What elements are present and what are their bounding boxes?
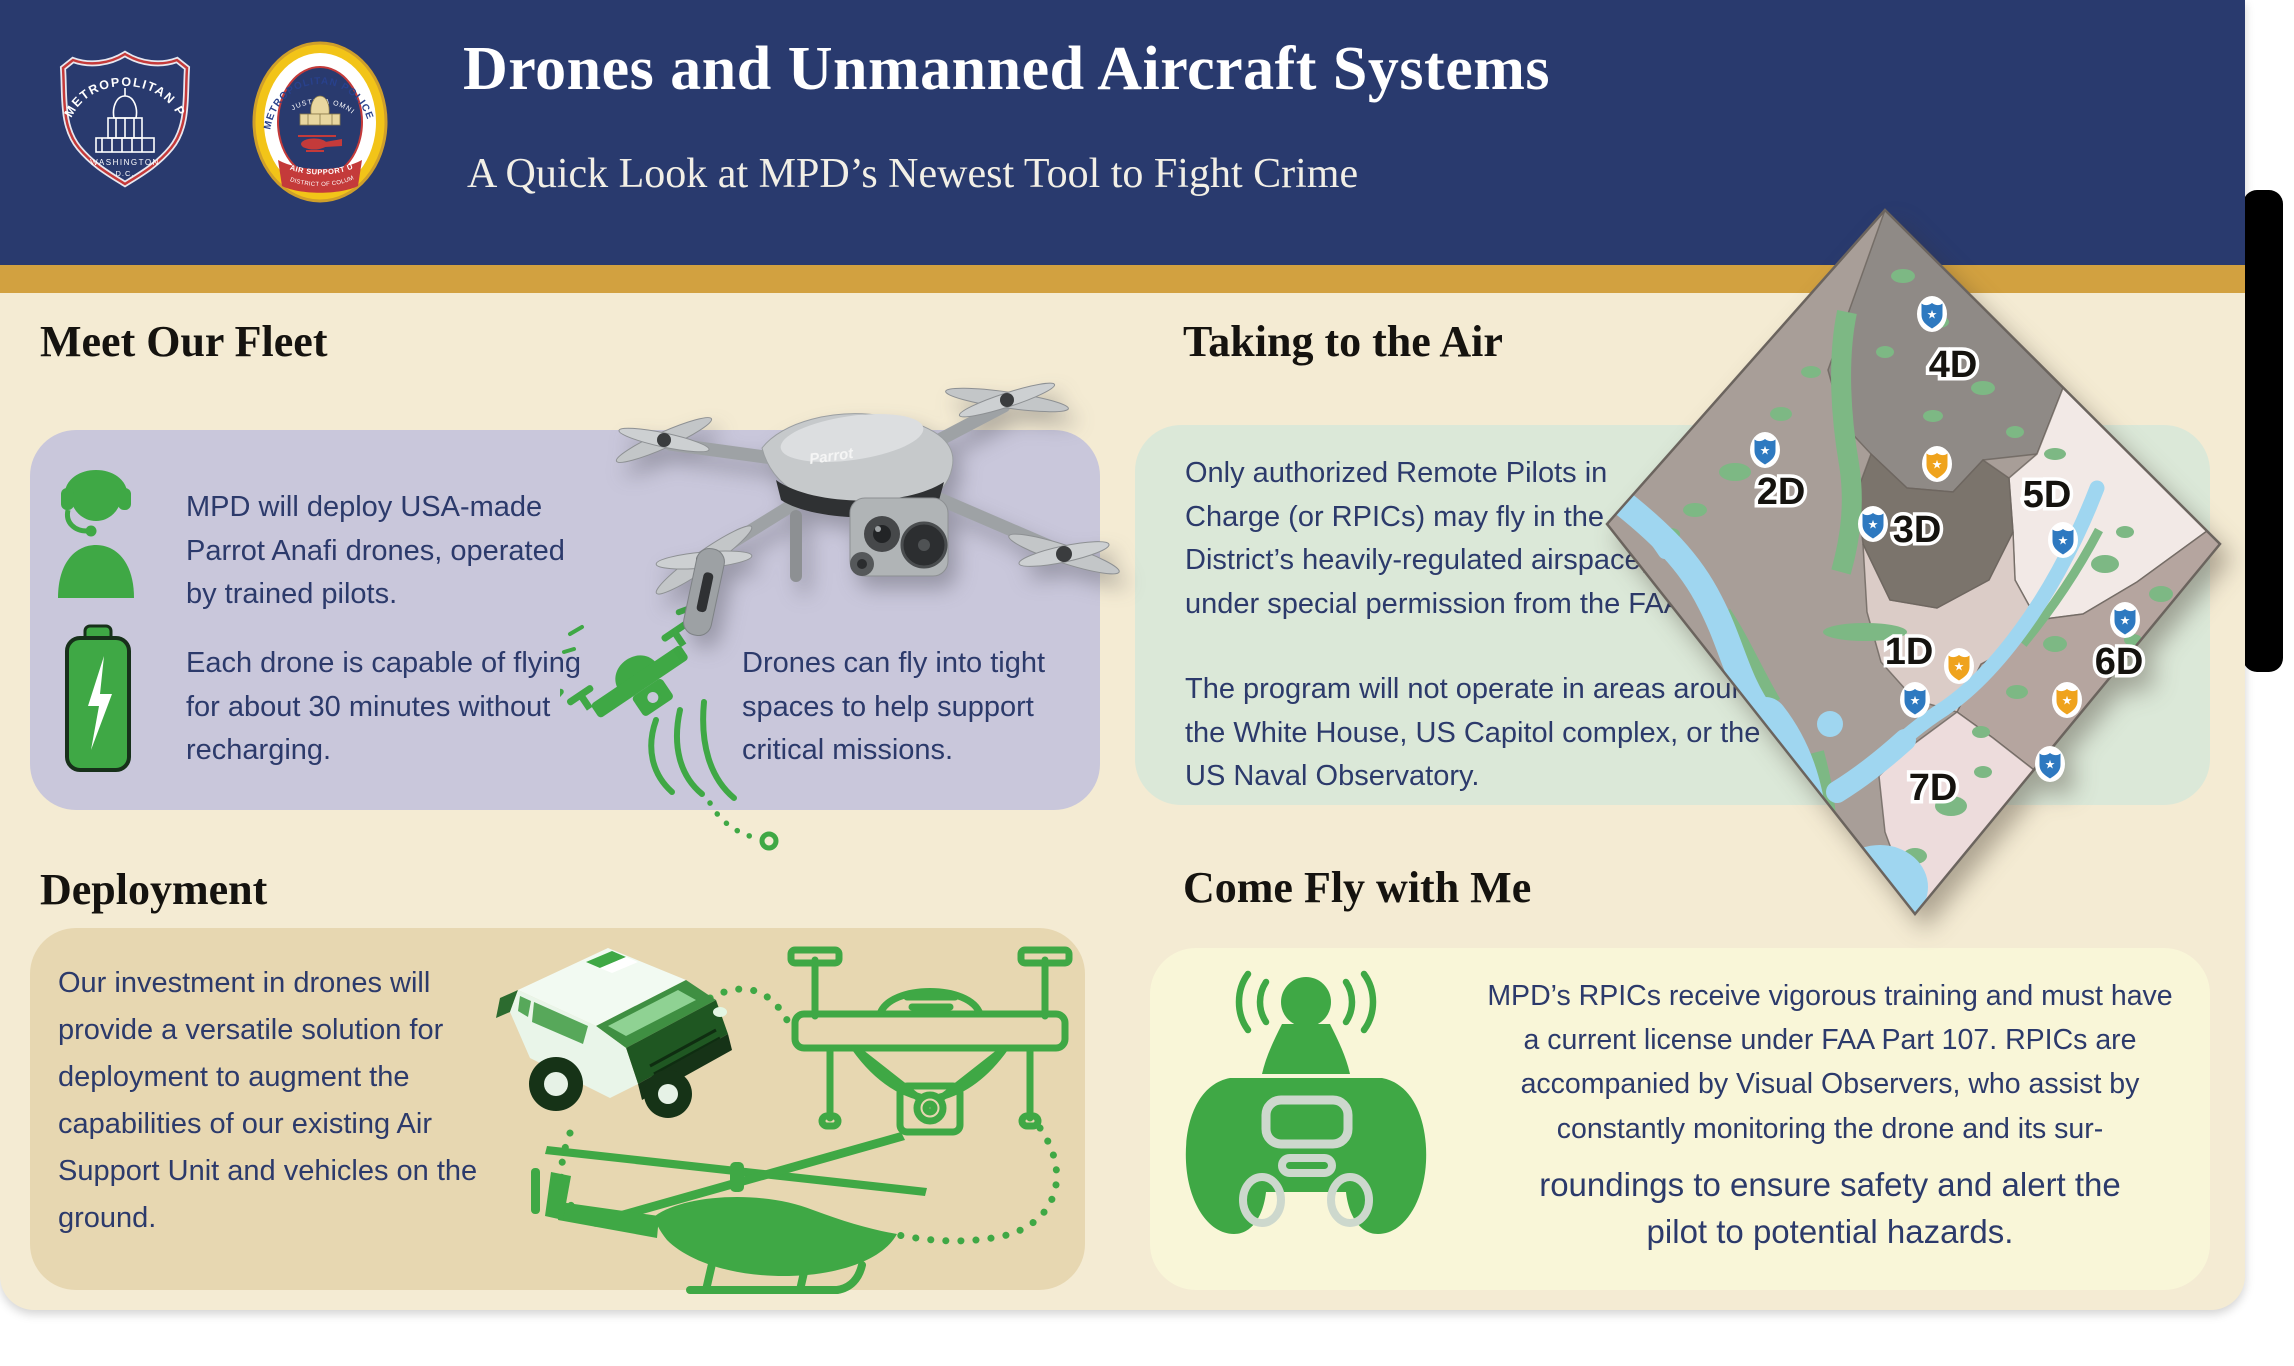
deployment-illustration bbox=[496, 946, 1073, 1294]
police-shield-marker-icon bbox=[1858, 506, 1888, 542]
page-subtitle: A Quick Look at MPD’s Newest Tool to Fig… bbox=[467, 151, 1359, 197]
capitol-icon bbox=[95, 88, 155, 153]
air-support-badge-icon: METROPOLITAN POLICE JUSTITIA OMNIBUS AIR bbox=[248, 38, 388, 203]
district-label-6d: 6D bbox=[2095, 641, 2144, 683]
air-para1-text: Only authorized Remote Pilots in Charge … bbox=[1185, 457, 1692, 620]
district-label-7d: 7D bbox=[1909, 767, 1958, 809]
police-shield-marker-icon bbox=[2110, 602, 2140, 638]
comefly-body-bottom-text: roundings to ensure safety and alert the… bbox=[1539, 1166, 2121, 1250]
police-shield-marker-icon bbox=[2035, 746, 2065, 782]
police-shield-marker-icon bbox=[2052, 682, 2082, 718]
mpd-badge-dc-text: D.C. bbox=[116, 169, 135, 178]
police-shield-marker-icon bbox=[1917, 296, 1947, 332]
district-label-1d: 1D bbox=[1885, 631, 1934, 673]
dotted-connector-paths bbox=[557, 985, 1060, 1245]
infographic-card: Drones and Unmanned Aircraft Systems A Q… bbox=[0, 0, 2245, 1310]
mpd-badge-icon: METROPOLITAN POLICE WASHINGTON D.C. bbox=[48, 46, 191, 188]
police-shield-marker-icon bbox=[1750, 432, 1780, 468]
district-label-5d: 5D bbox=[2023, 474, 2072, 516]
drone-brand-label: Parrot bbox=[808, 445, 855, 468]
flying-drone-icon bbox=[560, 605, 779, 851]
helicopter-icon bbox=[531, 1132, 927, 1294]
asu-helicopter-icon bbox=[298, 135, 342, 152]
black-edge-tab bbox=[2243, 190, 2283, 672]
air-heading: Taking to the Air bbox=[1183, 317, 1503, 366]
deployment-body-text: Our investment in drones will provide a … bbox=[58, 967, 478, 1234]
drone-motion-trails bbox=[562, 625, 737, 801]
signal-waves-icon bbox=[1235, 970, 1377, 1034]
fleet-pilots-text: MPD will deploy USA-made Parrot Anafi dr… bbox=[186, 491, 565, 610]
drone-path-endpoint bbox=[759, 831, 779, 851]
district-label-2d: 2D bbox=[1757, 471, 1806, 513]
mpd-badge-city-text: WASHINGTON bbox=[90, 158, 160, 167]
drone-outline-icon bbox=[787, 946, 1073, 1136]
comefly-body-top-text: MPD’s RPICs receive vigorous training an… bbox=[1487, 980, 2173, 1145]
district-label-4d: 4D bbox=[1929, 344, 1978, 386]
drone-camera-gimbal bbox=[849, 497, 949, 577]
page-title: Drones and Unmanned Aircraft Systems bbox=[463, 35, 1550, 103]
parrot-drone-photo: Parrot bbox=[615, 382, 1120, 637]
drone-dotted-path bbox=[707, 800, 760, 841]
fleet-heading: Meet Our Fleet bbox=[40, 317, 328, 366]
police-shield-marker-icon bbox=[1944, 648, 1974, 684]
fleet-tight-spaces-text: Drones can fly into tight spaces to help… bbox=[742, 647, 1046, 766]
district-label-3d: 3D bbox=[1893, 509, 1942, 551]
comefly-heading: Come Fly with Me bbox=[1183, 863, 1532, 912]
fleet-battery-text: Each drone is capable of flying for abou… bbox=[186, 647, 581, 766]
battery-icon bbox=[65, 624, 131, 772]
air-para2-text: The program will not operate in areas ar… bbox=[1185, 673, 1764, 792]
headset-operator-icon bbox=[58, 470, 134, 598]
police-shield-marker-icon bbox=[2048, 522, 2078, 558]
deployment-heading: Deployment bbox=[40, 865, 268, 914]
remote-controller-icon bbox=[1185, 970, 1427, 1234]
district-labels: 4D 2D 3D 5D 1D 6D 7D bbox=[1753, 341, 2147, 813]
police-car-icon bbox=[496, 948, 732, 1118]
police-shield-marker-icon bbox=[1900, 682, 1930, 718]
police-shield-marker-icon bbox=[1922, 446, 1952, 482]
asu-capitol-icon bbox=[299, 95, 341, 126]
dc-districts-map: ★ bbox=[1605, 208, 2222, 916]
